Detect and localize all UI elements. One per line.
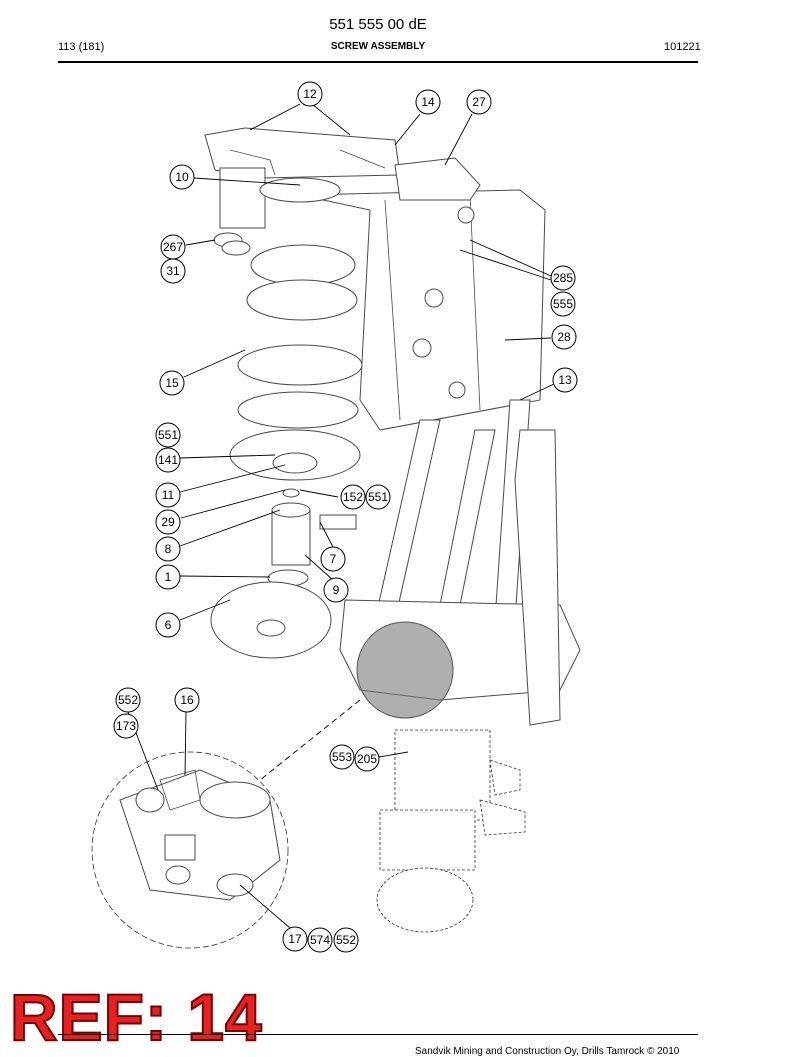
svg-text:7: 7	[330, 552, 337, 566]
svg-text:1: 1	[165, 570, 172, 584]
callout-15: 15	[159, 370, 185, 396]
callout-7: 7	[320, 546, 346, 572]
detail-leader	[259, 699, 361, 781]
svg-text:552: 552	[118, 693, 138, 707]
callout-267: 267	[160, 234, 186, 260]
svg-text:267: 267	[163, 240, 183, 254]
svg-text:173: 173	[116, 719, 136, 733]
callout-173: 173	[113, 713, 139, 739]
cylinder-bracket	[394, 157, 481, 201]
callout-8: 8	[155, 536, 181, 562]
svg-text:551: 551	[158, 428, 178, 442]
highlight-circle	[356, 621, 454, 719]
callout-balloons: 12 14 27 10 267 31 285 555 28 13 15 551 …	[113, 81, 578, 953]
svg-text:11: 11	[162, 488, 175, 502]
svg-text:14: 14	[421, 95, 435, 109]
callout-141: 141	[155, 447, 181, 473]
callout-552-upper: 552	[115, 687, 141, 713]
svg-text:28: 28	[557, 330, 571, 344]
bushing-stack	[210, 232, 357, 659]
callout-10: 10	[169, 164, 195, 190]
slide-frame	[299, 189, 546, 431]
revision-code: 101221	[664, 41, 701, 53]
hydraulic-motor	[376, 729, 526, 933]
svg-text:6: 6	[165, 618, 172, 632]
callout-152: 152	[340, 484, 366, 510]
callout-552-lower: 552	[333, 927, 359, 953]
callout-1: 1	[155, 564, 181, 590]
svg-text:574: 574	[310, 933, 330, 947]
clamp-bracket	[204, 127, 401, 229]
svg-text:27: 27	[472, 95, 486, 109]
page-number: 113 (181)	[58, 41, 105, 53]
callout-28: 28	[551, 324, 577, 350]
callout-16: 16	[174, 687, 200, 713]
ref-stamp: REF: 14	[9, 980, 263, 1054]
page-title: SCREW ASSEMBLY	[330, 41, 426, 52]
footer-copyright: Sandvik Mining and Construction Oy, Dril…	[415, 1046, 680, 1057]
svg-text:16: 16	[180, 693, 194, 707]
svg-text:553: 553	[332, 750, 352, 764]
svg-text:17: 17	[288, 932, 302, 946]
callout-6: 6	[155, 612, 181, 638]
callout-553: 553	[329, 744, 355, 770]
svg-text:10: 10	[175, 170, 189, 184]
svg-text:555: 555	[553, 297, 573, 311]
callout-205: 205	[354, 746, 380, 772]
svg-text:15: 15	[165, 376, 179, 390]
callout-9: 9	[323, 577, 349, 603]
svg-text:285: 285	[553, 271, 573, 285]
callout-29: 29	[155, 509, 181, 535]
svg-text:205: 205	[357, 752, 377, 766]
svg-text:29: 29	[161, 515, 175, 529]
detail-view	[91, 751, 289, 949]
side-bracket	[514, 429, 561, 726]
svg-text:12: 12	[303, 87, 317, 101]
callout-285: 285	[550, 265, 576, 291]
svg-text:9: 9	[333, 583, 340, 597]
callout-551-lower: 551	[365, 484, 391, 510]
document-number: 551 555 00 dE	[329, 16, 427, 33]
svg-text:552: 552	[336, 933, 356, 947]
svg-text:152: 152	[343, 490, 363, 504]
callout-11: 11	[155, 482, 181, 508]
callout-31: 31	[160, 258, 186, 284]
callout-17: 17	[282, 926, 308, 952]
svg-text:141: 141	[158, 453, 178, 467]
header-rule	[58, 61, 698, 63]
callout-555: 555	[550, 291, 576, 317]
callout-14: 14	[415, 89, 441, 115]
feed-screw	[229, 177, 363, 481]
callout-13: 13	[552, 367, 578, 393]
svg-text:13: 13	[558, 373, 572, 387]
footer-rule	[58, 1034, 698, 1035]
svg-text:8: 8	[165, 542, 172, 556]
svg-text:551: 551	[368, 490, 388, 504]
guide-tubes	[374, 399, 531, 631]
callout-12: 12	[297, 81, 323, 107]
callout-574: 574	[307, 927, 333, 953]
callout-551-upper: 551	[155, 422, 181, 448]
svg-text:31: 31	[166, 264, 180, 278]
leader-lines	[127, 103, 555, 929]
callout-27: 27	[466, 89, 492, 115]
